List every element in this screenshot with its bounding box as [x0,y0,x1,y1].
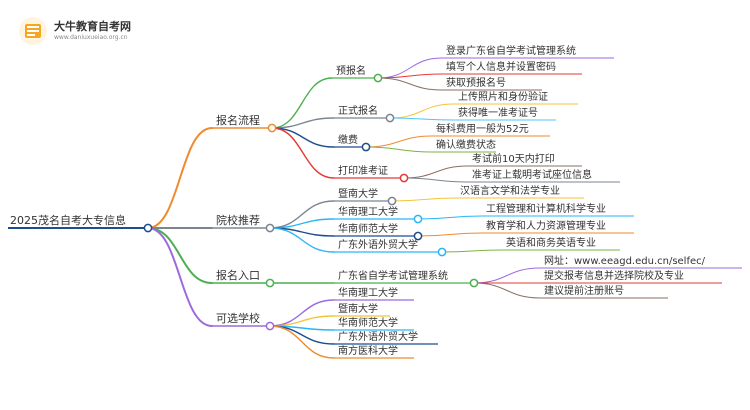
leaf-label: 准考证上载明考试座位信息 [472,168,592,181]
leaf-label: 上传照片和身份验证 [458,90,548,103]
leaf-connector [377,57,443,79]
child-connector [271,127,335,148]
leaf-label: 获得唯一准考证号 [458,107,538,119]
leaf-connector [441,249,503,253]
child-knob [413,214,423,224]
child-label: 缴费 [338,133,358,146]
child-knob [399,173,409,183]
child-knob [469,278,479,288]
branch-connector [147,127,213,229]
leaf-label: 登录广东省自学考试管理系统 [446,44,576,57]
leaf-connector [389,103,455,119]
root-knob [143,223,153,233]
leaf-label: 每科费用一般为52元 [436,122,529,135]
leaf-label: 填写个人信息并设置密码 [446,60,556,73]
child-connector [271,127,335,179]
child-label: 华南师范大学 [338,316,398,329]
child-knob [385,113,395,123]
leaf-connector [403,177,469,183]
leaf-label: 英语和商务英语专业 [506,236,596,249]
child-knob [437,247,447,257]
child-connector [269,227,335,253]
branch-label: 报名流程 [216,113,260,127]
site-logo: 大牛教育自考网 www.daniuxueiao.org.cn [18,16,131,46]
leaf-connector [365,135,433,148]
child-knob [413,231,423,241]
leaf-connector [417,215,483,220]
leaf-connector [403,165,469,179]
child-label: 华南师范大学 [338,222,398,235]
child-knob [387,196,397,206]
child-label: 正式报名 [338,104,378,117]
leaf-connector [377,73,443,79]
child-connector [271,77,333,129]
branch-label: 院校推荐 [216,213,260,227]
branch-knob [265,223,275,233]
leaf-connector [365,146,433,153]
leaf-label: 建议提前注册账号 [544,284,624,297]
branch-label: 可选学校 [216,311,260,325]
book-logo-icon [19,17,47,45]
child-label: 广东省自学考试管理系统 [338,269,448,282]
branch-label: 报名入口 [216,268,260,282]
child-label: 预报名 [336,64,366,77]
child-knob [361,142,371,152]
leaf-label: 提交报考信息并选择院校及专业 [544,269,684,282]
leaf-label: 获取预报名号 [446,76,506,89]
leaf-connector [473,282,541,299]
logo-title: 大牛教育自考网 [54,20,131,33]
child-label: 华南理工大学 [338,205,398,218]
child-label: 南方医科大学 [338,344,398,357]
leaf-connector [391,197,457,202]
branch-knob [265,321,275,331]
branch-connector [147,227,213,327]
child-knob [373,73,383,83]
leaf-label: 考试前10天内打印 [472,152,555,165]
leaf-connector [417,232,483,237]
child-label: 华南理工大学 [338,286,398,299]
child-label: 广东外语外贸大学 [338,330,418,343]
leaf-label: 网址：www.eeagd.edu.cn/selfec/ [544,254,706,267]
leaf-label: 汉语言文学和法学专业 [460,184,560,197]
branch-knob [267,123,277,133]
child-label: 打印准考证 [338,164,388,177]
leaf-label: 教育学和人力资源管理专业 [486,219,606,232]
child-label: 广东外语外贸大学 [338,238,418,251]
root-label: 2025茂名自考大专信息 [10,213,126,227]
child-label: 暨南大学 [338,187,378,200]
leaf-label: 确认缴费状态 [436,138,496,151]
leaf-connector [377,77,443,91]
leaf-label: 工程管理和计算机科学专业 [486,202,606,215]
child-connector [269,299,335,327]
child-label: 暨南大学 [338,302,378,315]
leaf-connector [389,117,455,121]
logo-url: www.daniuxueiao.org.cn [54,34,128,41]
child-connector [271,117,335,129]
branch-knob [265,278,275,288]
child-connector [269,325,335,359]
leaf-connector [473,267,541,284]
